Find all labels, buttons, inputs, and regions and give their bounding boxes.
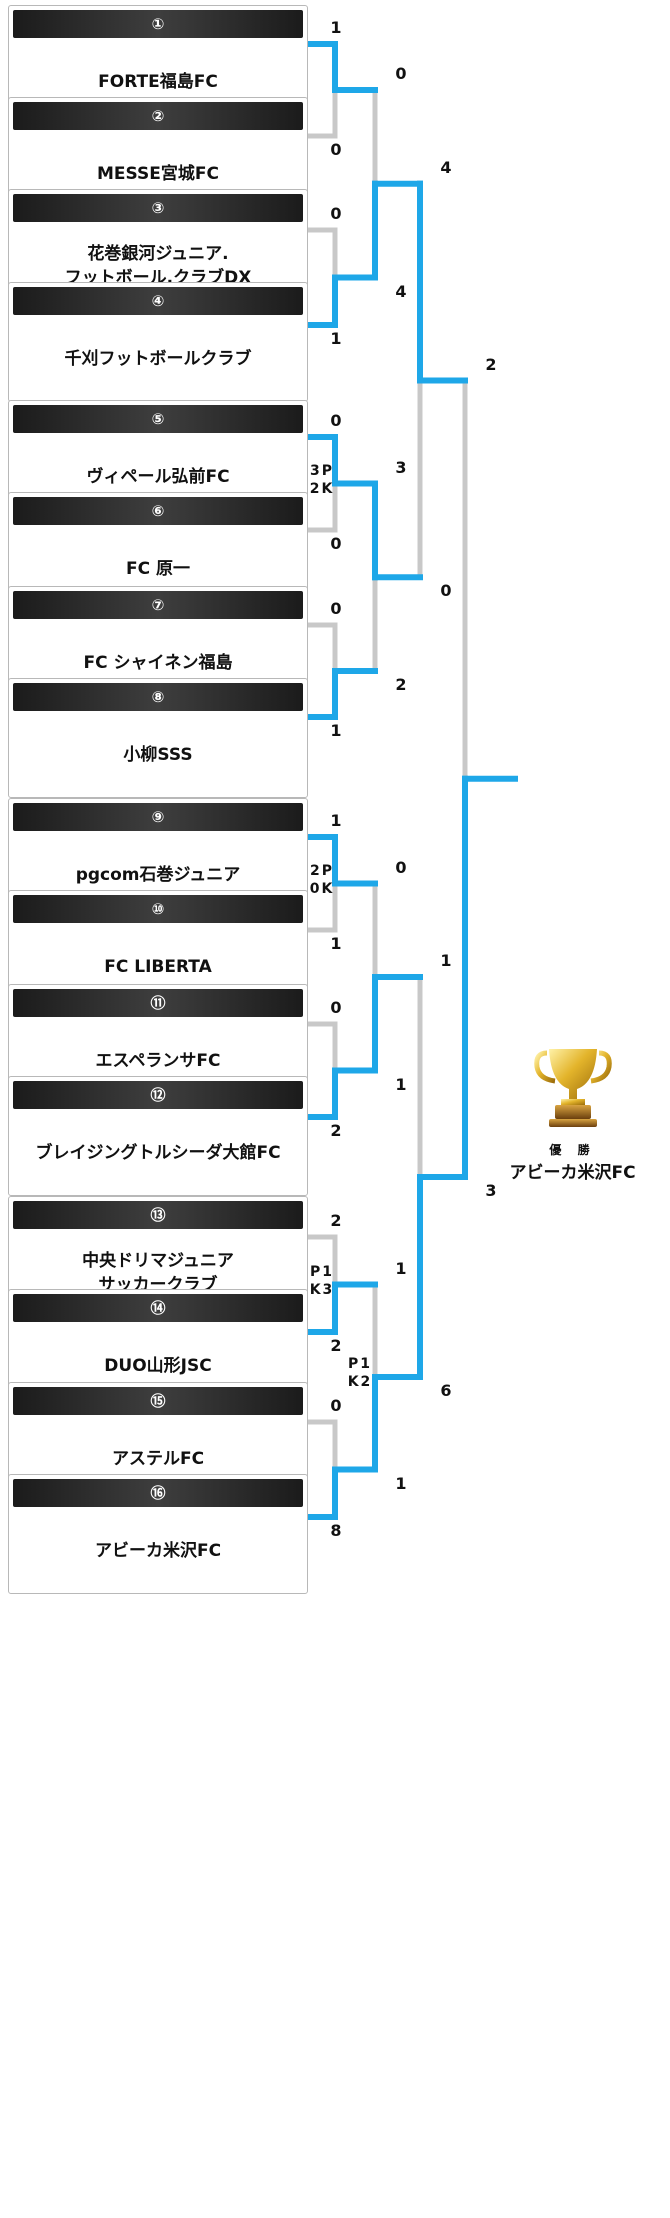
team-name: DUO山形JSC: [104, 1356, 212, 1376]
score-label: 1: [440, 951, 452, 970]
score-label: 0: [330, 140, 342, 159]
pk-label: 2P 0K: [309, 862, 335, 897]
score-label: 0: [440, 581, 452, 601]
seed-number: ⑩: [13, 895, 303, 923]
score-label: 0: [330, 599, 342, 618]
score-label: 0: [395, 857, 407, 877]
score-label: 1: [395, 1258, 407, 1278]
score-label: 2: [395, 675, 407, 694]
score-label: 6: [440, 1381, 452, 1400]
score-label: 1: [395, 1473, 407, 1493]
champion-block: 優 勝 アビーカ米沢FC: [500, 1045, 645, 1183]
team-name: FC シャイネン福島: [83, 653, 233, 673]
team-name: 小柳SSS: [123, 745, 193, 765]
team-name: pgcom石巻ジュニア: [75, 865, 241, 885]
team-name: ブレイジングトルシーダ大館FC: [35, 1143, 281, 1163]
seed-number: ⑦: [13, 591, 303, 619]
seed-number: ⑪: [13, 989, 303, 1017]
score-label: 0: [330, 998, 342, 1017]
score-label: 0: [330, 411, 342, 430]
team-name: アビーカ米沢FC: [94, 1541, 222, 1561]
team-name: エスペランサFC: [95, 1051, 221, 1071]
champion-label: 優 勝: [549, 1143, 596, 1157]
score-label: 3: [485, 1181, 497, 1200]
champion-team-name: アビーカ米沢FC: [509, 1163, 636, 1183]
score-label: 4: [440, 157, 452, 177]
score-label: 1: [330, 934, 342, 953]
score-label: 8: [330, 1521, 342, 1540]
pk-label: P1 K2: [347, 1356, 373, 1390]
score-label: 0: [395, 64, 407, 83]
seed-number: ⑤: [13, 405, 303, 433]
team-name: FORTE福島FC: [98, 72, 218, 92]
team-name: 千刈フットボールクラブ: [64, 349, 252, 369]
score-label: 4: [395, 281, 407, 301]
score-label: 1: [395, 1074, 407, 1094]
score-label: 3: [395, 457, 407, 477]
team-name: ヴィペール弘前FC: [86, 467, 230, 487]
team-card-12: ⑫ ブレイジングトルシーダ大館FC: [8, 1076, 308, 1196]
seed-number: ⑮: [13, 1387, 303, 1415]
seed-number: ⑧: [13, 683, 303, 711]
score-label: 1: [330, 329, 342, 348]
pk-label: P1 K3: [309, 1263, 335, 1298]
seed-number: ④: [13, 287, 303, 315]
seed-number: ⑯: [13, 1479, 303, 1507]
score-label: 1: [330, 18, 342, 37]
score-label: 2: [485, 354, 497, 374]
team-name: FC 原一: [125, 559, 190, 579]
score-label: 1: [330, 721, 342, 740]
score-label: 1: [330, 811, 342, 830]
team-name: アステルFC: [111, 1449, 205, 1469]
score-label: 0: [330, 1396, 342, 1415]
score-label: 2: [330, 1211, 342, 1230]
team-name: FC LIBERTA: [104, 957, 212, 977]
score-label: 2: [330, 1121, 342, 1140]
team-card-4: ④ 千刈フットボールクラブ: [8, 282, 308, 402]
team-card-16: ⑯ アビーカ米沢FC: [8, 1474, 308, 1594]
seed-number: ⑥: [13, 497, 303, 525]
seed-number: ⑨: [13, 803, 303, 831]
score-label: 0: [330, 204, 342, 223]
score-label: 2: [330, 1336, 342, 1355]
seed-number: ⑬: [13, 1201, 303, 1229]
pk-label: 3P 2K: [309, 462, 335, 497]
seed-number: ③: [13, 194, 303, 222]
seed-number: ⑫: [13, 1081, 303, 1109]
seed-number: ⑭: [13, 1294, 303, 1322]
team-name: MESSE宮城FC: [97, 164, 219, 184]
trophy-icon: [533, 1049, 612, 1127]
score-label: 0: [330, 534, 342, 553]
seed-number: ①: [13, 10, 303, 38]
seed-number: ②: [13, 102, 303, 130]
team-card-8: ⑧ 小柳SSS: [8, 678, 308, 798]
